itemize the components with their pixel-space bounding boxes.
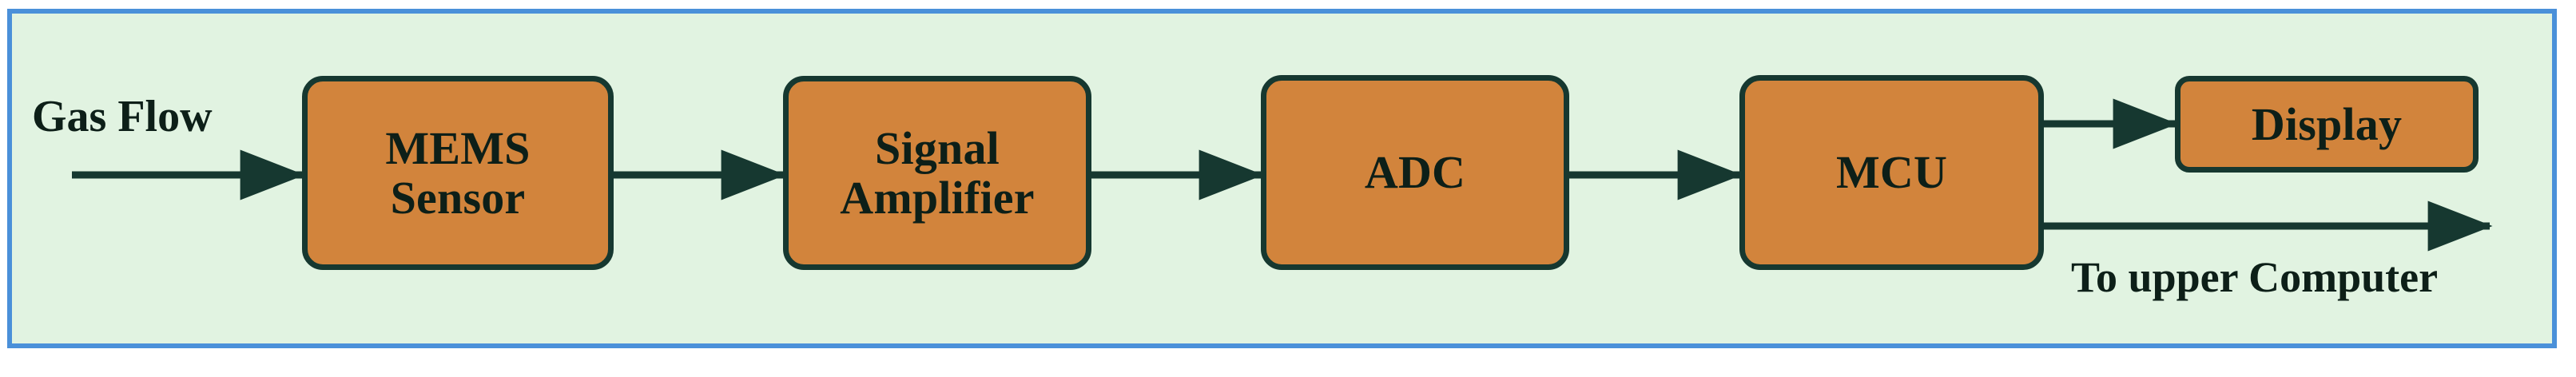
block-mems-sensor[interactable]: MEMS Sensor (302, 76, 614, 270)
block-adc[interactable]: ADC (1261, 75, 1569, 270)
label-gas-flow: Gas Flow (32, 92, 213, 141)
block-signal-amplifier[interactable]: Signal Amplifier (783, 76, 1091, 270)
label-to-upper-computer: To upper Computer (2071, 253, 2439, 301)
block-display[interactable]: Display (2175, 76, 2479, 173)
block-mcu[interactable]: MCU (1739, 75, 2044, 270)
